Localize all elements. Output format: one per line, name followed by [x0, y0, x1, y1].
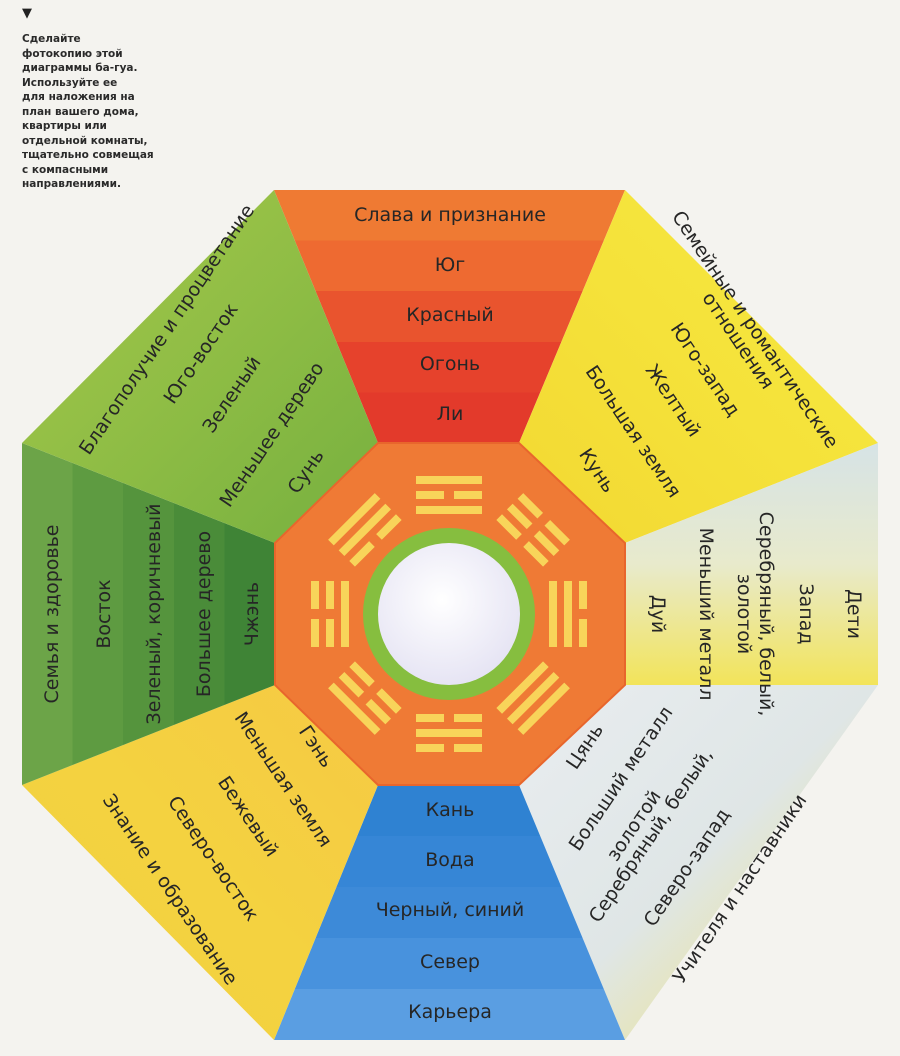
trigram-line [454, 491, 482, 499]
north-label-5: Карьера [408, 1001, 492, 1023]
trigram-layer [311, 476, 587, 752]
caption-line: план вашего дома, [22, 105, 139, 118]
trigram-line [416, 506, 482, 514]
south-label-1: Слава и признание [354, 204, 546, 226]
east-label-4: Большее дерево [193, 531, 215, 697]
sector-northwest [519, 685, 878, 1040]
caption-line: тщательно совмещая [22, 149, 154, 161]
trigram-line [533, 530, 560, 557]
trigram-line [549, 581, 557, 647]
west-label-4: Меньший металл [695, 528, 717, 701]
trigram-line [341, 581, 349, 647]
south-label-5: Ли [437, 403, 464, 425]
caption: Сделайте фотокопию этой диаграммы ба-гуа… [22, 32, 172, 192]
north-label-1: Кань [426, 799, 475, 821]
caption-line: с компасными [22, 163, 109, 176]
caption-line: направлениями. [22, 178, 121, 190]
north-label-2: Вода [425, 849, 474, 871]
trigram-line [454, 744, 482, 752]
trigram-line [338, 503, 392, 557]
south-label-2: Юг [435, 254, 466, 276]
center-disc [378, 543, 520, 685]
west-label-5: Дуй [647, 595, 669, 633]
trigram-line [365, 698, 392, 725]
trigram-line [326, 581, 334, 609]
trigram-line [328, 493, 381, 546]
west-label-2: Запад [795, 583, 817, 644]
trigram-west-icon [549, 581, 587, 647]
caption-line: Сделайте [22, 33, 81, 45]
caption-line: диаграммы ба-гуа. [22, 62, 138, 74]
sector-north [274, 785, 625, 1040]
trigram-north-icon [416, 714, 482, 752]
caption-line: Используйте ее [22, 76, 118, 89]
trigram-south-icon [416, 476, 482, 514]
caption-marker-icon: ▼ [22, 6, 32, 21]
north-label-3: Черный, синий [376, 899, 525, 921]
south-label-3: Красный [406, 304, 493, 326]
sector-southeast [22, 190, 378, 543]
trigram-line [328, 682, 381, 735]
trigram-line [506, 503, 533, 530]
trigram-line [517, 682, 570, 735]
caption-line: отдельной комнаты, [22, 134, 148, 147]
west-label-3b: золотой [733, 574, 755, 655]
south-label-4: Огонь [420, 353, 480, 375]
trigram-line [496, 661, 549, 714]
trigram-line [454, 714, 482, 722]
west-label-3a: Серебряный, белый, [755, 512, 777, 717]
trigram-line [416, 729, 482, 737]
trigram-line [416, 744, 444, 752]
trigram-line [311, 619, 319, 647]
trigram-line [506, 671, 560, 725]
trigram-line [579, 619, 587, 647]
caption-line: квартиры или [22, 120, 107, 132]
trigram-line [338, 671, 365, 698]
trigram-northwest-icon [496, 661, 570, 735]
sector-south [274, 190, 625, 443]
trigram-line [416, 714, 444, 722]
sector-northeast [22, 685, 378, 1040]
trigram-northeast-icon [328, 661, 402, 735]
trigram-line [416, 491, 444, 499]
trigram-line [376, 514, 402, 540]
trigram-line [579, 581, 587, 609]
east-label-1: Семья и здоровье [41, 525, 63, 704]
east-label-5: Чжэнь [241, 582, 263, 646]
trigram-line [326, 619, 334, 647]
sector-west [625, 443, 878, 685]
trigram-line [496, 514, 522, 540]
trigram-line [311, 581, 319, 609]
trigram-line [523, 541, 549, 567]
north-label-4: Север [420, 951, 480, 973]
trigram-line [544, 519, 570, 546]
trigram-southwest-icon [496, 493, 570, 567]
trigram-line [349, 661, 375, 687]
trigram-line [416, 476, 482, 484]
trigram-line [564, 581, 572, 647]
east-label-2: Восток [93, 579, 115, 648]
trigram-southeast-icon [328, 493, 402, 567]
trigram-line [376, 688, 402, 714]
caption-line: для наложения на [22, 91, 135, 103]
sector-east [22, 443, 275, 785]
sector-southwest [519, 190, 878, 543]
trigram-line [517, 493, 544, 519]
west-label-1: Дети [843, 589, 865, 639]
trigram-line [349, 541, 375, 567]
caption-line: фотокопию этой [22, 47, 123, 60]
east-label-3: Зеленый, коричневый [143, 504, 165, 725]
trigram-east-icon [311, 581, 349, 647]
